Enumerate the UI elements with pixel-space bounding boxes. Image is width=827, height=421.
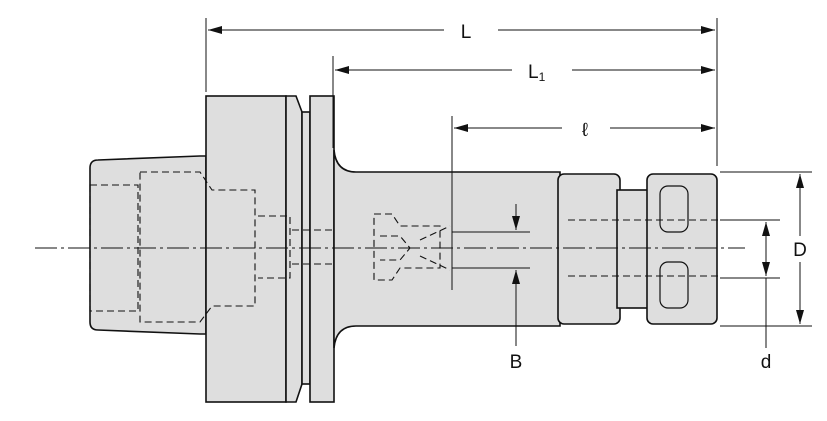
- label-l: ℓ: [582, 120, 588, 141]
- dimension-d: d: [761, 222, 772, 373]
- taper-shank: [89, 155, 207, 335]
- extension-lines: [205, 18, 812, 327]
- extension-body: [333, 149, 561, 349]
- dimension-D: D: [793, 174, 807, 324]
- label-L1: L1: [528, 62, 546, 84]
- rear-ring: [309, 95, 335, 403]
- label-B: B: [510, 352, 523, 373]
- nut-slot-upper: [659, 185, 689, 233]
- label-D: D: [793, 240, 807, 261]
- holder-body: [89, 95, 718, 403]
- dimension-l: ℓ: [454, 120, 715, 141]
- dimension-B: B: [510, 204, 523, 373]
- dimension-L: L: [208, 22, 715, 43]
- collet-seat: [557, 173, 621, 325]
- clamping-nut: [646, 173, 718, 325]
- collet-neck: [616, 189, 650, 309]
- label-d: d: [761, 352, 772, 373]
- nut-slot-lower: [659, 261, 689, 309]
- label-L1-main: L: [528, 62, 539, 83]
- v-groove: [285, 95, 303, 403]
- label-L: L: [461, 22, 472, 43]
- label-L1-sub: 1: [539, 70, 546, 84]
- dimension-L1: L1: [335, 62, 715, 84]
- flange: [205, 95, 287, 403]
